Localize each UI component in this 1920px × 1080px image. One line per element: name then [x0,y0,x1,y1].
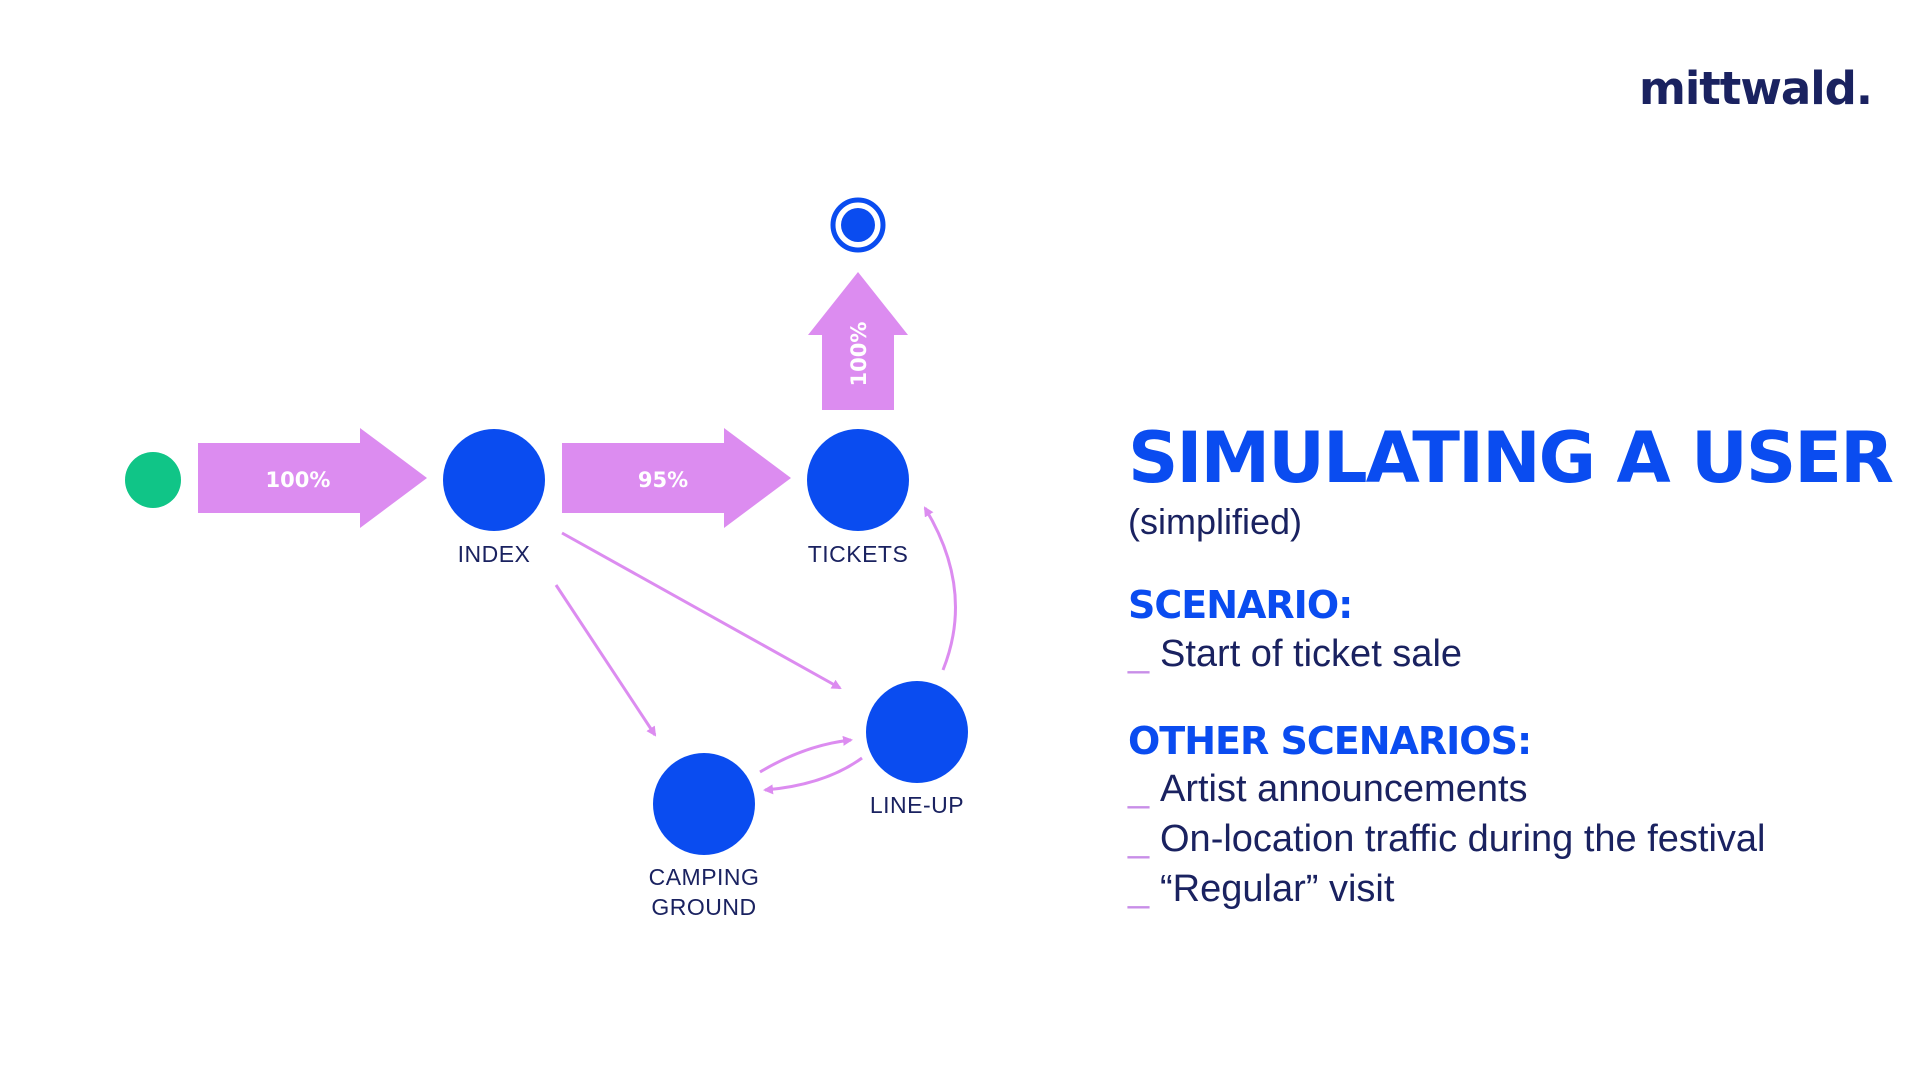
list-item-text: “Regular” visit [1160,868,1395,911]
list-item-text: Start of ticket sale [1160,632,1463,675]
arrow-label-tickets-to-end: 100% [847,322,871,387]
arrow-camping-to-lineup [759,735,853,774]
arrow-index-to-camping [554,584,657,737]
bullet-mark: _ [1128,768,1150,811]
list-item: _Start of ticket sale [1128,629,1908,679]
node-label-tickets: TICKETS [808,541,909,567]
arrow-lineup-to-tickets [923,506,957,671]
node-camping-ground [653,753,755,855]
block-arrow-index-to-tickets [562,428,791,528]
bullet-mark: _ [1128,632,1150,675]
text-panel: SIMULATING A USER (simplified) SCENARIO:… [1128,420,1908,914]
other-scenarios-list: _Artist announcements _On-location traff… [1128,764,1908,914]
node-lineup [866,681,968,783]
node-label-camping-line2: GROUND [651,894,756,920]
node-label-lineup: LINE-UP [870,792,964,818]
arrow-lineup-to-camping [763,756,863,795]
arrow-label-start-to-index: 100% [266,468,331,492]
bullet-mark: _ [1128,868,1150,911]
arrow-label-index-to-tickets: 95% [638,468,688,492]
block-arrow-start-to-index [198,428,427,528]
node-index [443,429,545,531]
mittwald-logo: mittwald. [1638,62,1873,115]
end-node-core [841,208,875,242]
arrow-index-to-lineup [561,531,842,690]
list-item: _On-location traffic during the festival [1128,814,1908,864]
list-item: _Artist announcements [1128,764,1908,814]
slide-title: SIMULATING A USER [1128,417,1894,499]
list-item-text: On-location traffic during the festival [1160,818,1766,861]
list-item-text: Artist announcements [1160,768,1528,811]
start-node [125,452,181,508]
list-item: _“Regular” visit [1128,864,1908,914]
scenario-heading: SCENARIO: [1128,583,1353,627]
bullet-mark: _ [1128,818,1150,861]
node-label-index: INDEX [458,541,531,567]
other-scenarios-heading: OTHER SCENARIOS: [1128,718,1532,763]
scenario-list: _Start of ticket sale [1128,629,1908,679]
slide-subtitle: (simplified) [1128,501,1303,542]
node-tickets [807,429,909,531]
node-label-camping-line1: CAMPING [649,864,760,890]
block-arrow-tickets-to-end [808,272,908,410]
